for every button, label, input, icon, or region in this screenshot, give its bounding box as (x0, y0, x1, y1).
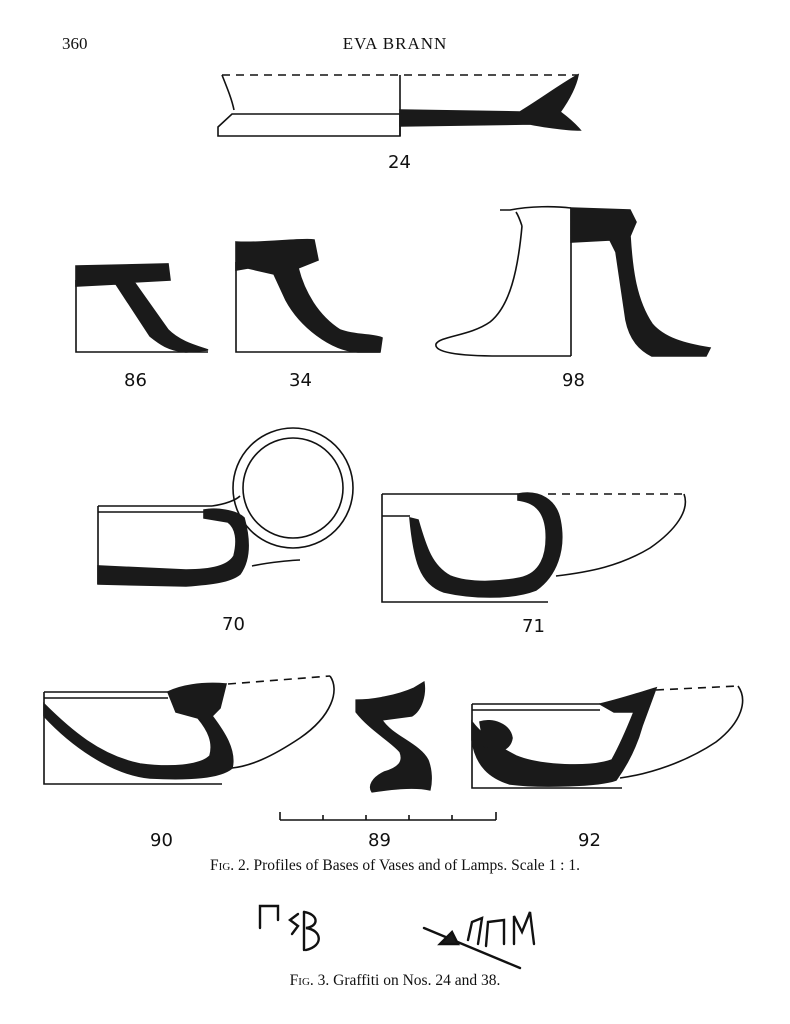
label-98: 98 (562, 370, 585, 391)
label-89: 89 (368, 830, 391, 851)
label-24: 24 (388, 152, 411, 173)
profile-24 (217, 73, 582, 137)
page-number: 360 (62, 34, 88, 53)
graffito-24 (258, 904, 320, 952)
profile-86 (75, 263, 209, 353)
figure-2-caption-prefix: Fig. 2. (210, 857, 250, 874)
label-70: 70 (222, 614, 245, 635)
profile-89 (355, 681, 432, 793)
profile-92 (471, 685, 744, 789)
figure-2-caption-text: Profiles of Bases of Vases and of Lamps.… (253, 857, 580, 874)
running-head: EVA BRANN (342, 34, 448, 53)
scale-bar (279, 812, 497, 821)
figure-3-caption: Fig. 3. Graffiti on Nos. 24 and 38. (0, 972, 790, 990)
label-92: 92 (578, 830, 601, 851)
figure-3-caption-text: Graffiti on Nos. 24 and 38. (333, 972, 501, 989)
label-34: 34 (289, 370, 312, 391)
profile-90 (43, 675, 335, 785)
profile-71 (381, 492, 687, 603)
figure-2-caption: Fig. 2. Profiles of Bases of Vases and o… (0, 857, 790, 875)
profile-98 (435, 205, 712, 357)
label-86: 86 (124, 370, 147, 391)
label-90: 90 (150, 830, 173, 851)
figure-3-caption-prefix: Fig. 3. (289, 972, 330, 989)
label-71: 71 (522, 616, 545, 637)
profile-34 (235, 238, 383, 353)
graffito-38 (422, 911, 536, 970)
profile-70 (97, 427, 354, 587)
